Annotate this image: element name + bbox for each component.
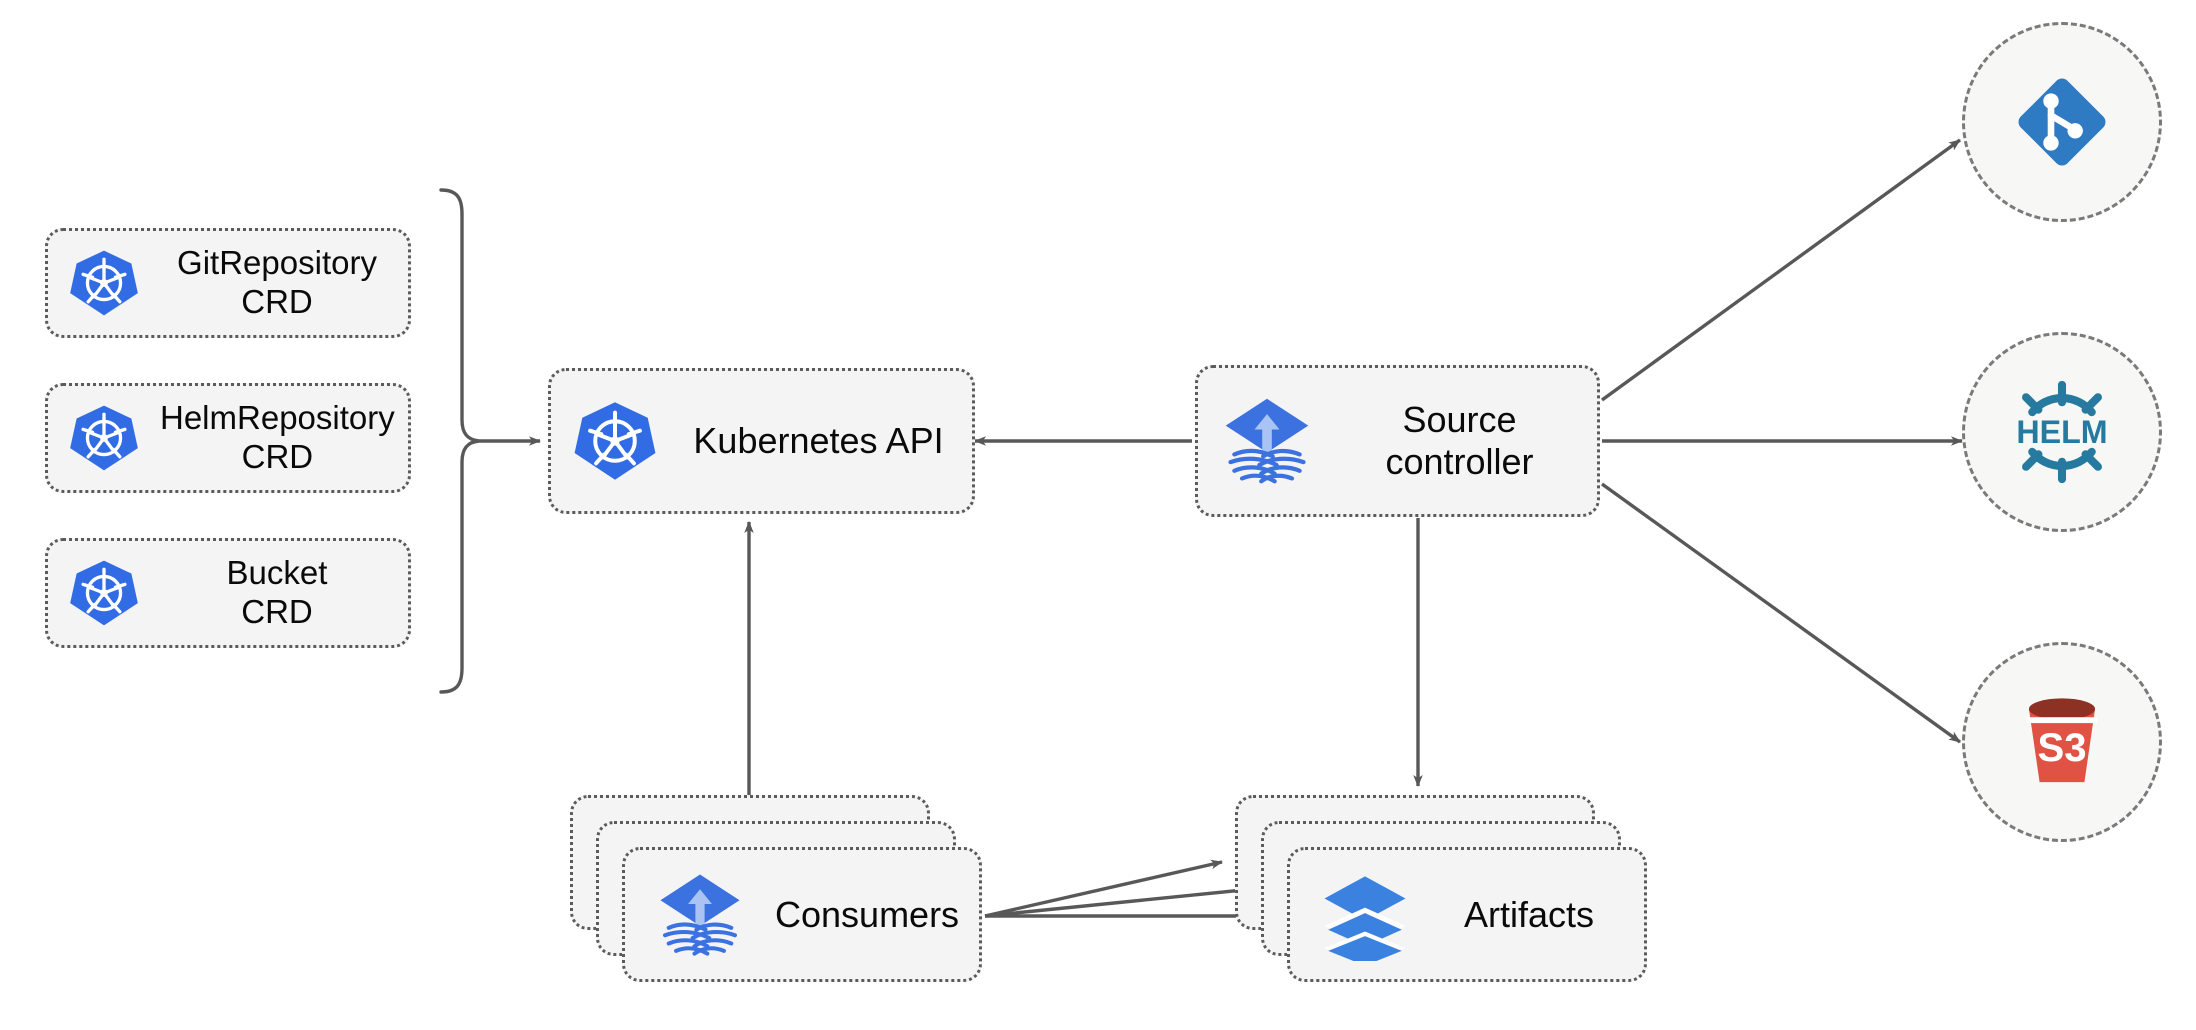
edge-consumers-to-artifacts-2 [984,885,1254,918]
crd-label: HelmRepository CRD [160,399,395,475]
source-circle-helm[interactable]: HELM [1962,332,2162,532]
layers-icon [1290,869,1440,961]
crd-box-gitrepository[interactable]: GitRepository CRD [45,228,411,338]
node-artifacts[interactable]: Artifacts [1235,795,1665,995]
flux-icon [625,869,775,961]
source-circle-git[interactable] [1962,22,2162,222]
edge-source-to-git [1601,138,1961,402]
node-label: Consumers [775,893,960,935]
crd-label: Bucket CRD [226,554,328,630]
crd-box-bucket[interactable]: Bucket CRD [45,538,411,648]
s3-bucket-icon: S3 [2026,698,2098,783]
git-icon [2018,78,2106,166]
crd-box-helmrepository[interactable]: HelmRepository CRD [45,383,411,493]
helm-icon: HELM [2016,380,2108,484]
node-label: Source controller [1385,398,1534,482]
svg-text:S3: S3 [2037,725,2086,770]
node-source-controller[interactable]: Source controller [1195,365,1600,517]
crd-label: GitRepository CRD [177,244,377,320]
svg-text:HELM: HELM [2016,414,2107,450]
crd-group-brace [439,188,480,694]
edge-consumers-to-artifacts-1 [984,859,1223,918]
stack-layer-front[interactable]: Artifacts [1287,847,1647,982]
node-consumers[interactable]: Consumers [570,795,1000,995]
kubernetes-icon [48,402,160,474]
kubernetes-icon [551,398,679,484]
node-kubernetes-api[interactable]: Kubernetes API [548,368,975,514]
kubernetes-icon [48,557,160,629]
node-label: Artifacts [1463,893,1595,935]
kubernetes-icon [48,247,160,319]
node-label: Kubernetes API [693,419,944,461]
source-circle-s3[interactable]: S3 [1962,642,2162,842]
edge-source-to-s3 [1601,482,1961,744]
flux-icon [1198,393,1336,489]
stack-layer-front[interactable]: Consumers [622,847,982,982]
